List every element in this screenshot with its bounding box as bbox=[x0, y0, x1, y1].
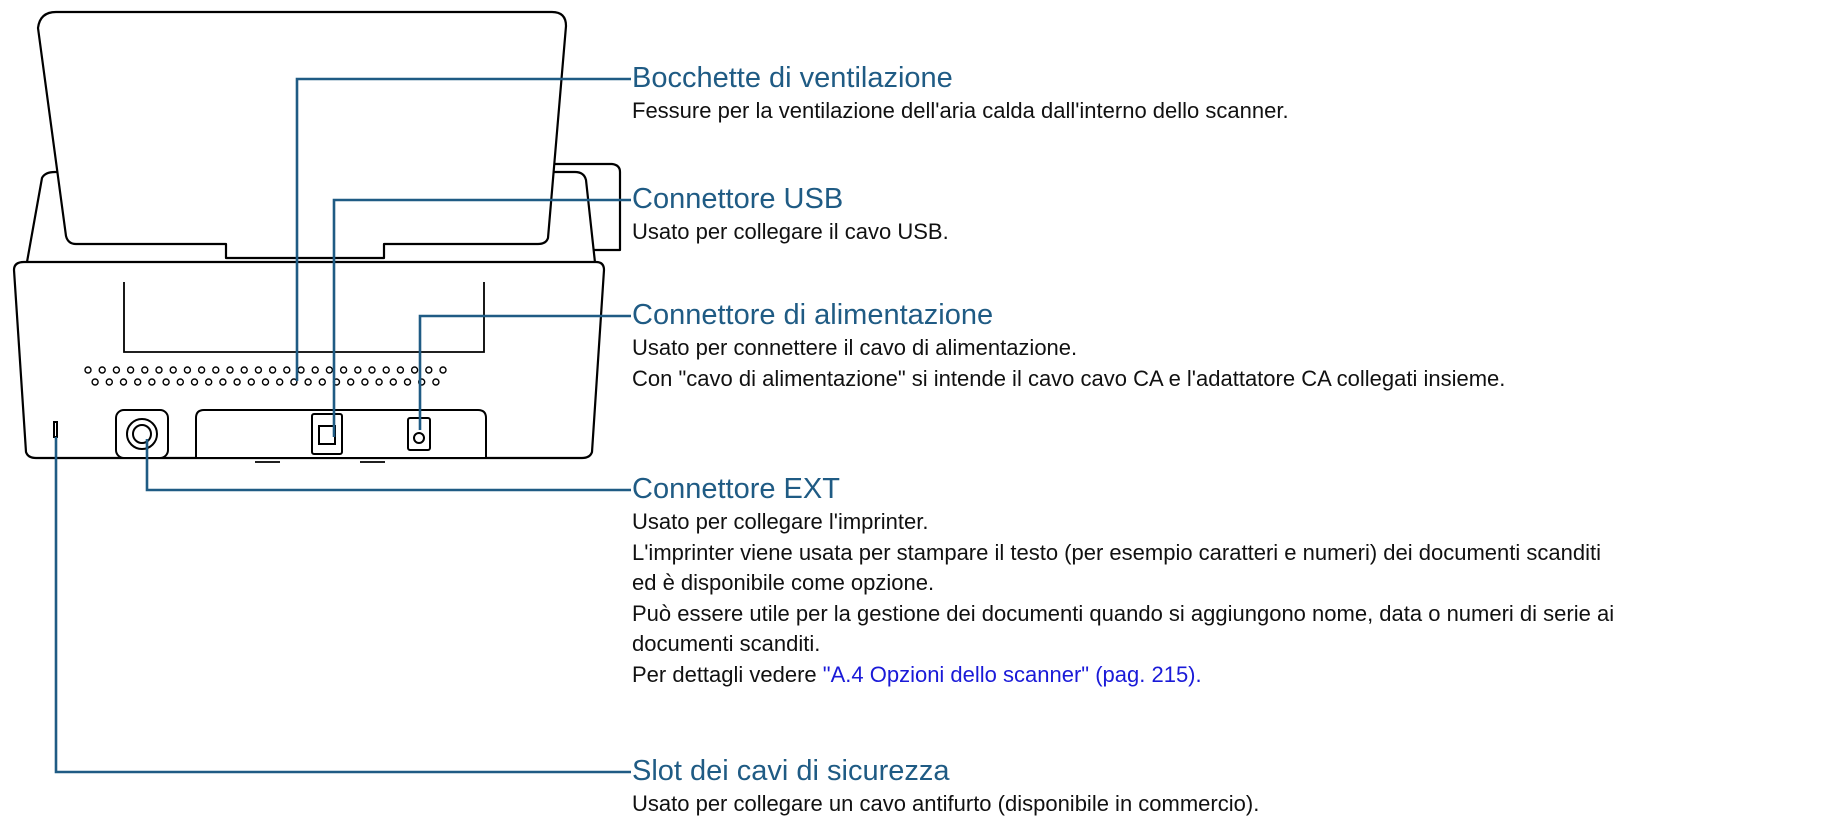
desc-security-slot-line-1: Usato per collegare un cavo antifurto (d… bbox=[632, 791, 1260, 816]
power-connector bbox=[413, 432, 425, 444]
desc-ext-line-1: Usato per collegare l'imprinter. bbox=[632, 509, 929, 534]
desc-power-line-2: Con "cavo di alimentazione" si intende i… bbox=[632, 365, 1506, 391]
callout-ext: Connettore EXT Usato per collegare l'imp… bbox=[632, 471, 1812, 690]
leader-line-usb bbox=[332, 198, 631, 437]
reference-prefix: Per dettagli vedere bbox=[632, 661, 823, 687]
heading-ventilation: Bocchette di ventilazione bbox=[632, 62, 953, 94]
security-slot bbox=[53, 421, 58, 438]
desc-usb-line-1: Usato per collegare il cavo USB. bbox=[632, 219, 949, 244]
desc-ext-line-2: L'imprinter viene usata per stampare il … bbox=[632, 539, 1601, 565]
desc-ext-line-3: ed è disponibile come opzione. bbox=[632, 570, 935, 595]
leader-line-ventilation bbox=[295, 77, 631, 381]
heading-usb: Connettore USB bbox=[632, 183, 844, 215]
callout-power: Connettore di alimentazione Usato per co… bbox=[632, 297, 1812, 394]
heading-power: Connettore di alimentazione bbox=[632, 299, 994, 331]
leader-line-ext bbox=[145, 439, 631, 492]
callout-security-slot: Slot dei cavi di sicurezza Usato per col… bbox=[632, 753, 1812, 820]
desc-ventilation-line-1: Fessure per la ventilazione dell'aria ca… bbox=[632, 98, 1289, 123]
heading-security-slot: Slot dei cavi di sicurezza bbox=[632, 755, 950, 787]
leader-line-security-slot bbox=[54, 437, 631, 774]
desc-ext-reference: Per dettagli vedere "A.4 Opzioni dello s… bbox=[632, 660, 1812, 691]
paper-chute bbox=[36, 10, 568, 260]
scanner-options-link[interactable]: "A.4 Opzioni dello scanner" (pag. 215). bbox=[822, 661, 1202, 687]
desc-ext-line-5: documenti scanditi. bbox=[632, 631, 821, 656]
heading-ext: Connettore EXT bbox=[632, 473, 840, 505]
desc-power-line-1: Usato per connettere il cavo di alimenta… bbox=[632, 335, 1078, 360]
callout-usb: Connettore USB Usato per collegare il ca… bbox=[632, 181, 1812, 248]
ventilation-holes bbox=[84, 366, 447, 386]
callout-ventilation: Bocchette di ventilazione Fessure per la… bbox=[632, 60, 1812, 127]
leader-line-power bbox=[418, 314, 631, 430]
usb-connector bbox=[318, 425, 336, 445]
desc-ext-line-4: Può essere utile per la gestione dei doc… bbox=[632, 600, 1615, 626]
